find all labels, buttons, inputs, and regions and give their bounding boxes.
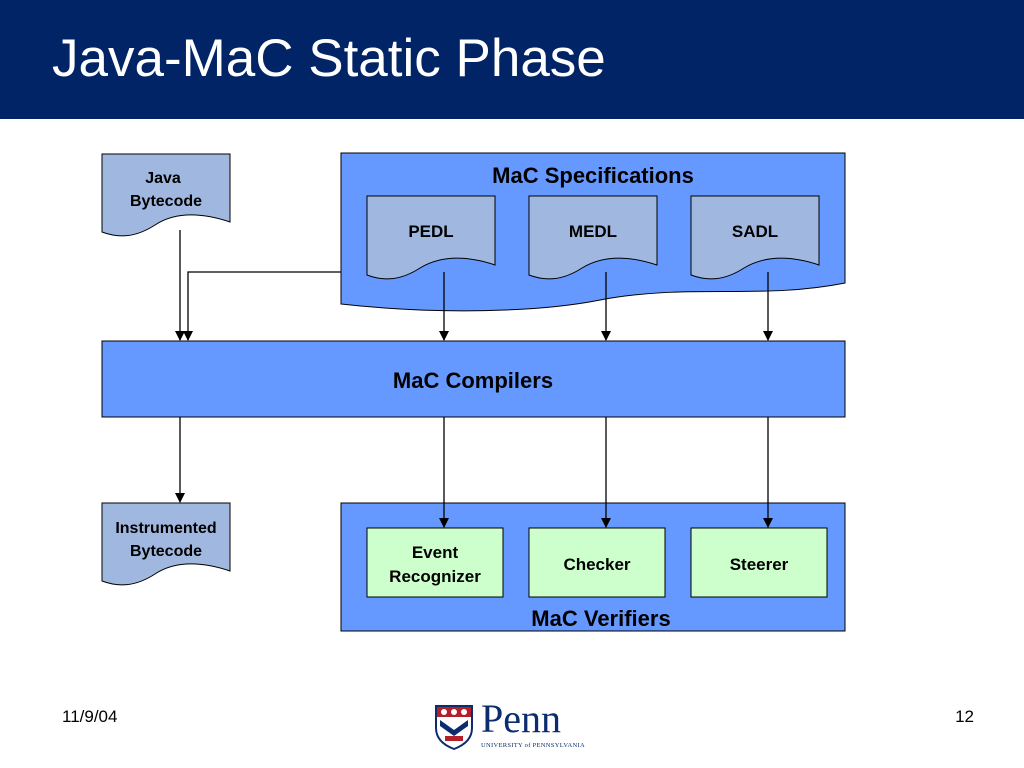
arrow-specifications-to-compilers bbox=[183, 271, 341, 341]
pedl-document: PEDL bbox=[366, 195, 496, 280]
java-bytecode-document: Java Bytecode bbox=[101, 153, 231, 237]
instrumented-bytecode-document: Instrumented Bytecode bbox=[101, 502, 231, 586]
footer-date: 11/9/04 bbox=[62, 707, 118, 726]
event-recognizer-box: Event Recognizer bbox=[366, 527, 504, 598]
sadl-label: SADL bbox=[732, 222, 778, 241]
sadl-document: SADL bbox=[690, 195, 820, 280]
steerer-label: Steerer bbox=[730, 555, 789, 574]
penn-logo-subtitle: UNIVERSITY of PENNSYLVANIA bbox=[481, 742, 585, 749]
penn-shield-icon bbox=[435, 705, 473, 750]
svg-text:MEDL: MEDL bbox=[569, 222, 617, 241]
svg-text:Checker: Checker bbox=[563, 555, 630, 574]
svg-text:SADL: SADL bbox=[732, 222, 778, 241]
java-bytecode-line-2: Bytecode bbox=[130, 193, 202, 210]
mac-compilers-box: MaC Compilers bbox=[101, 340, 846, 418]
svg-text:Bytecode: Bytecode bbox=[130, 543, 202, 560]
medl-label: MEDL bbox=[569, 222, 617, 241]
svg-text:PEDL: PEDL bbox=[408, 222, 453, 241]
svg-text:Java: Java bbox=[145, 170, 181, 187]
instrumented-bytecode-line-2: Bytecode bbox=[130, 543, 202, 560]
svg-text:Bytecode: Bytecode bbox=[130, 193, 202, 210]
medl-document: MEDL bbox=[528, 195, 658, 280]
svg-text:MaC Verifiers: MaC Verifiers bbox=[531, 606, 670, 631]
svg-text:Recognizer: Recognizer bbox=[389, 567, 481, 586]
title-bar: Java-MaC Static Phase bbox=[0, 0, 1024, 119]
mac-verifiers-container: Event Recognizer Checker Steerer MaC V bbox=[340, 502, 846, 632]
mac-specifications-container: MaC Specifications PEDL MEDL SADL bbox=[340, 152, 846, 312]
slide-title: Java-MaC Static Phase bbox=[52, 29, 606, 88]
java-bytecode-line-1: Java bbox=[145, 170, 181, 187]
event-recognizer-line-2: Recognizer bbox=[389, 567, 481, 586]
instrumented-bytecode-line-1: Instrumented bbox=[115, 520, 216, 537]
event-recognizer-line-1: Event bbox=[412, 543, 459, 562]
svg-text:MaC Compilers: MaC Compilers bbox=[393, 368, 553, 393]
penn-logo-wordmark: Penn bbox=[481, 696, 561, 741]
checker-label: Checker bbox=[563, 555, 630, 574]
specifications-title: MaC Specifications bbox=[492, 163, 694, 188]
svg-text:Instrumented: Instrumented bbox=[115, 520, 216, 537]
svg-text:MaC Specifications: MaC Specifications bbox=[492, 163, 694, 188]
footer-page-number: 12 bbox=[955, 707, 974, 726]
pedl-label: PEDL bbox=[408, 222, 453, 241]
steerer-box: Steerer bbox=[690, 527, 828, 598]
svg-text:Event: Event bbox=[412, 543, 459, 562]
verifiers-title: MaC Verifiers bbox=[531, 606, 670, 631]
compilers-label: MaC Compilers bbox=[393, 368, 553, 393]
checker-box: Checker bbox=[528, 527, 666, 598]
svg-text:Steerer: Steerer bbox=[730, 555, 789, 574]
